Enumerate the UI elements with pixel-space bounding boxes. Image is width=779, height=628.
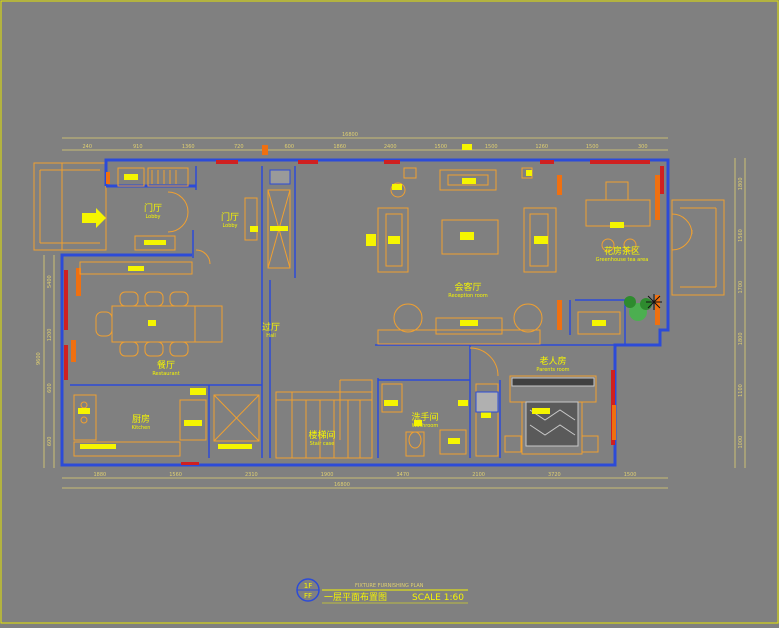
label-lobby2-cn: 门厅	[221, 211, 239, 223]
dim-left-segment-0: 5400	[47, 275, 53, 288]
label-parents-en: Parents room	[536, 367, 569, 373]
dim-top-total: 16800	[342, 132, 358, 138]
label-restaurant-cn: 餐厅	[157, 359, 175, 371]
dim-bottom-segment-1: 1560	[169, 472, 182, 478]
label-stair-cn: 楼梯间	[308, 429, 335, 441]
label-reception-cn: 会客厅	[454, 281, 481, 293]
label-hall-cn: 过厅	[262, 321, 280, 333]
dimension-texts: 16800 16800 9600 240 910 1360 720 600 1860 240…	[36, 132, 744, 488]
dim-right-segment-1: 1560	[738, 229, 744, 242]
title-scale: SCALE 1:60	[412, 593, 464, 603]
entrance-arrow-icon	[82, 208, 106, 228]
dim-top-segment-7: 1500	[434, 144, 447, 150]
label-washroom-en: Washroom	[412, 423, 439, 429]
dim-bottom-total: 16800	[334, 482, 350, 488]
label-lobby-en: Lobby	[145, 214, 160, 220]
room-labels: 门厅 Lobby 门厅 Lobby 过厅 Hall 会客厅 Reception …	[132, 202, 649, 447]
entrance-steps	[33, 162, 107, 251]
label-kitchen-en: Kitchen	[132, 425, 151, 431]
dimension-lines	[43, 137, 746, 489]
furniture	[73, 167, 693, 459]
label-restaurant-en: Restaurant	[152, 371, 179, 377]
inner-walls	[70, 166, 626, 458]
floor-top: 1F	[304, 582, 312, 590]
dim-right-segment-4: 1100	[738, 384, 744, 397]
dim-left-segment-3: 600	[47, 437, 53, 447]
label-lobby2-en: Lobby	[222, 223, 237, 229]
dim-bottom-segment-7: 1500	[624, 472, 637, 478]
stairs	[275, 379, 373, 459]
dim-top-segment-1: 910	[133, 144, 143, 150]
accent-bars	[71, 145, 660, 440]
label-reception-en: Reception room	[448, 293, 488, 299]
dim-bottom-segment-6: 3720	[548, 472, 561, 478]
dim-top-segment-10: 1500	[586, 144, 599, 150]
dim-bottom-segment-0: 1880	[94, 472, 107, 478]
label-hall-en: Hall	[266, 333, 276, 339]
dim-right-segment-5: 1000	[738, 436, 744, 449]
floor-bottom: FF	[304, 592, 312, 600]
dim-top-segment-9: 1260	[535, 144, 548, 150]
label-kitchen-cn: 厨房	[132, 413, 150, 425]
dim-right-segment-3: 1800	[738, 332, 744, 345]
dim-bottom-segment-5: 2100	[472, 472, 485, 478]
dim-bottom-segment-2: 2310	[245, 472, 258, 478]
garden-terrace	[671, 199, 725, 296]
title-block: 1F FF FIXTURE FURNISHING PLAN 一层平面布置图 SC…	[296, 578, 468, 604]
dim-left-segment-1: 1200	[47, 329, 53, 342]
dim-left-total: 9600	[36, 352, 42, 365]
dim-left-segment-2: 600	[47, 383, 53, 393]
dim-right-segment-0: 1800	[738, 177, 744, 190]
dim-top-segment-8: 1500	[485, 144, 498, 150]
columns	[269, 169, 499, 413]
label-lobby-cn: 门厅	[144, 202, 162, 214]
dim-top-segment-6: 2400	[384, 144, 397, 150]
dim-top-segment-2: 1360	[182, 144, 195, 150]
dim-right-segment-2: 1700	[738, 281, 744, 294]
plant-icon	[624, 294, 662, 321]
label-greenhouse-en: Greenhouse tea area	[596, 257, 649, 263]
dim-bottom-segment-4: 3470	[397, 472, 410, 478]
furniture-tags	[78, 144, 624, 449]
dim-bottom-segment-3: 1900	[321, 472, 334, 478]
label-greenhouse-cn: 花房茶区	[604, 245, 640, 257]
dim-top-segment-11: 300	[638, 144, 648, 150]
label-parents-cn: 老人房	[539, 355, 566, 367]
label-washroom-cn: 洗手间	[411, 411, 438, 423]
title-en: FIXTURE FURNISHING PLAN	[355, 583, 424, 589]
dim-top-segment-3: 720	[234, 144, 244, 150]
label-stair-en: Stair case	[310, 441, 335, 447]
title-cn: 一层平面布置图	[324, 591, 387, 603]
dim-top-segment-0: 240	[82, 144, 92, 150]
dim-top-segment-5: 1860	[333, 144, 346, 150]
dim-top-segment-4: 600	[284, 144, 294, 150]
